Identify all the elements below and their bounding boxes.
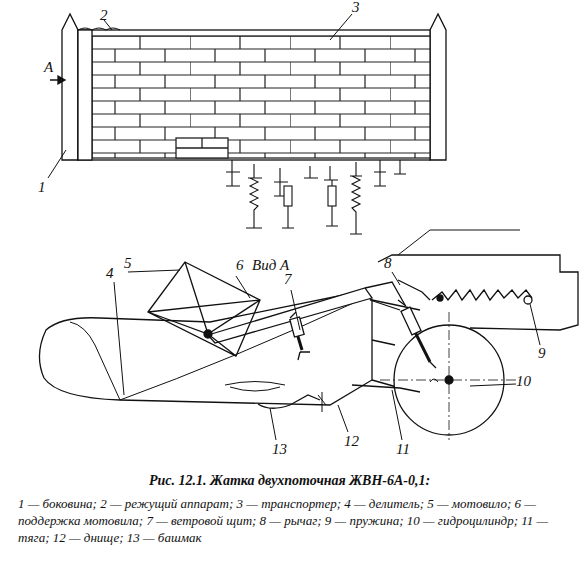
callout-number: 9 — [538, 346, 546, 361]
side-view — [39, 230, 578, 440]
callout-number: 11 — [396, 442, 410, 457]
callout-number: 12 — [344, 434, 359, 449]
callout-number: 6 — [236, 258, 244, 273]
callout-number: 4 — [106, 266, 114, 281]
callout-number: 3 — [352, 0, 360, 15]
callout-number: 13 — [272, 442, 287, 457]
figure-caption: Рис. 12.1. Жатка двухпоточная ЖВН-6А-0,1… — [149, 474, 430, 488]
callout-number: 2 — [100, 8, 108, 23]
callout-number: 7 — [284, 272, 292, 287]
legend-text: 1 — боковина; 2 — режущий аппарат; 3 — т… — [18, 496, 558, 547]
callout-number: 5 — [124, 256, 132, 271]
callout-letter: A — [44, 60, 53, 75]
view-label: Вид А — [252, 258, 289, 273]
callout-number: 10 — [516, 374, 531, 389]
top-view — [48, 14, 446, 234]
callout-number: 1 — [38, 180, 46, 195]
callout-number: 8 — [384, 256, 392, 271]
